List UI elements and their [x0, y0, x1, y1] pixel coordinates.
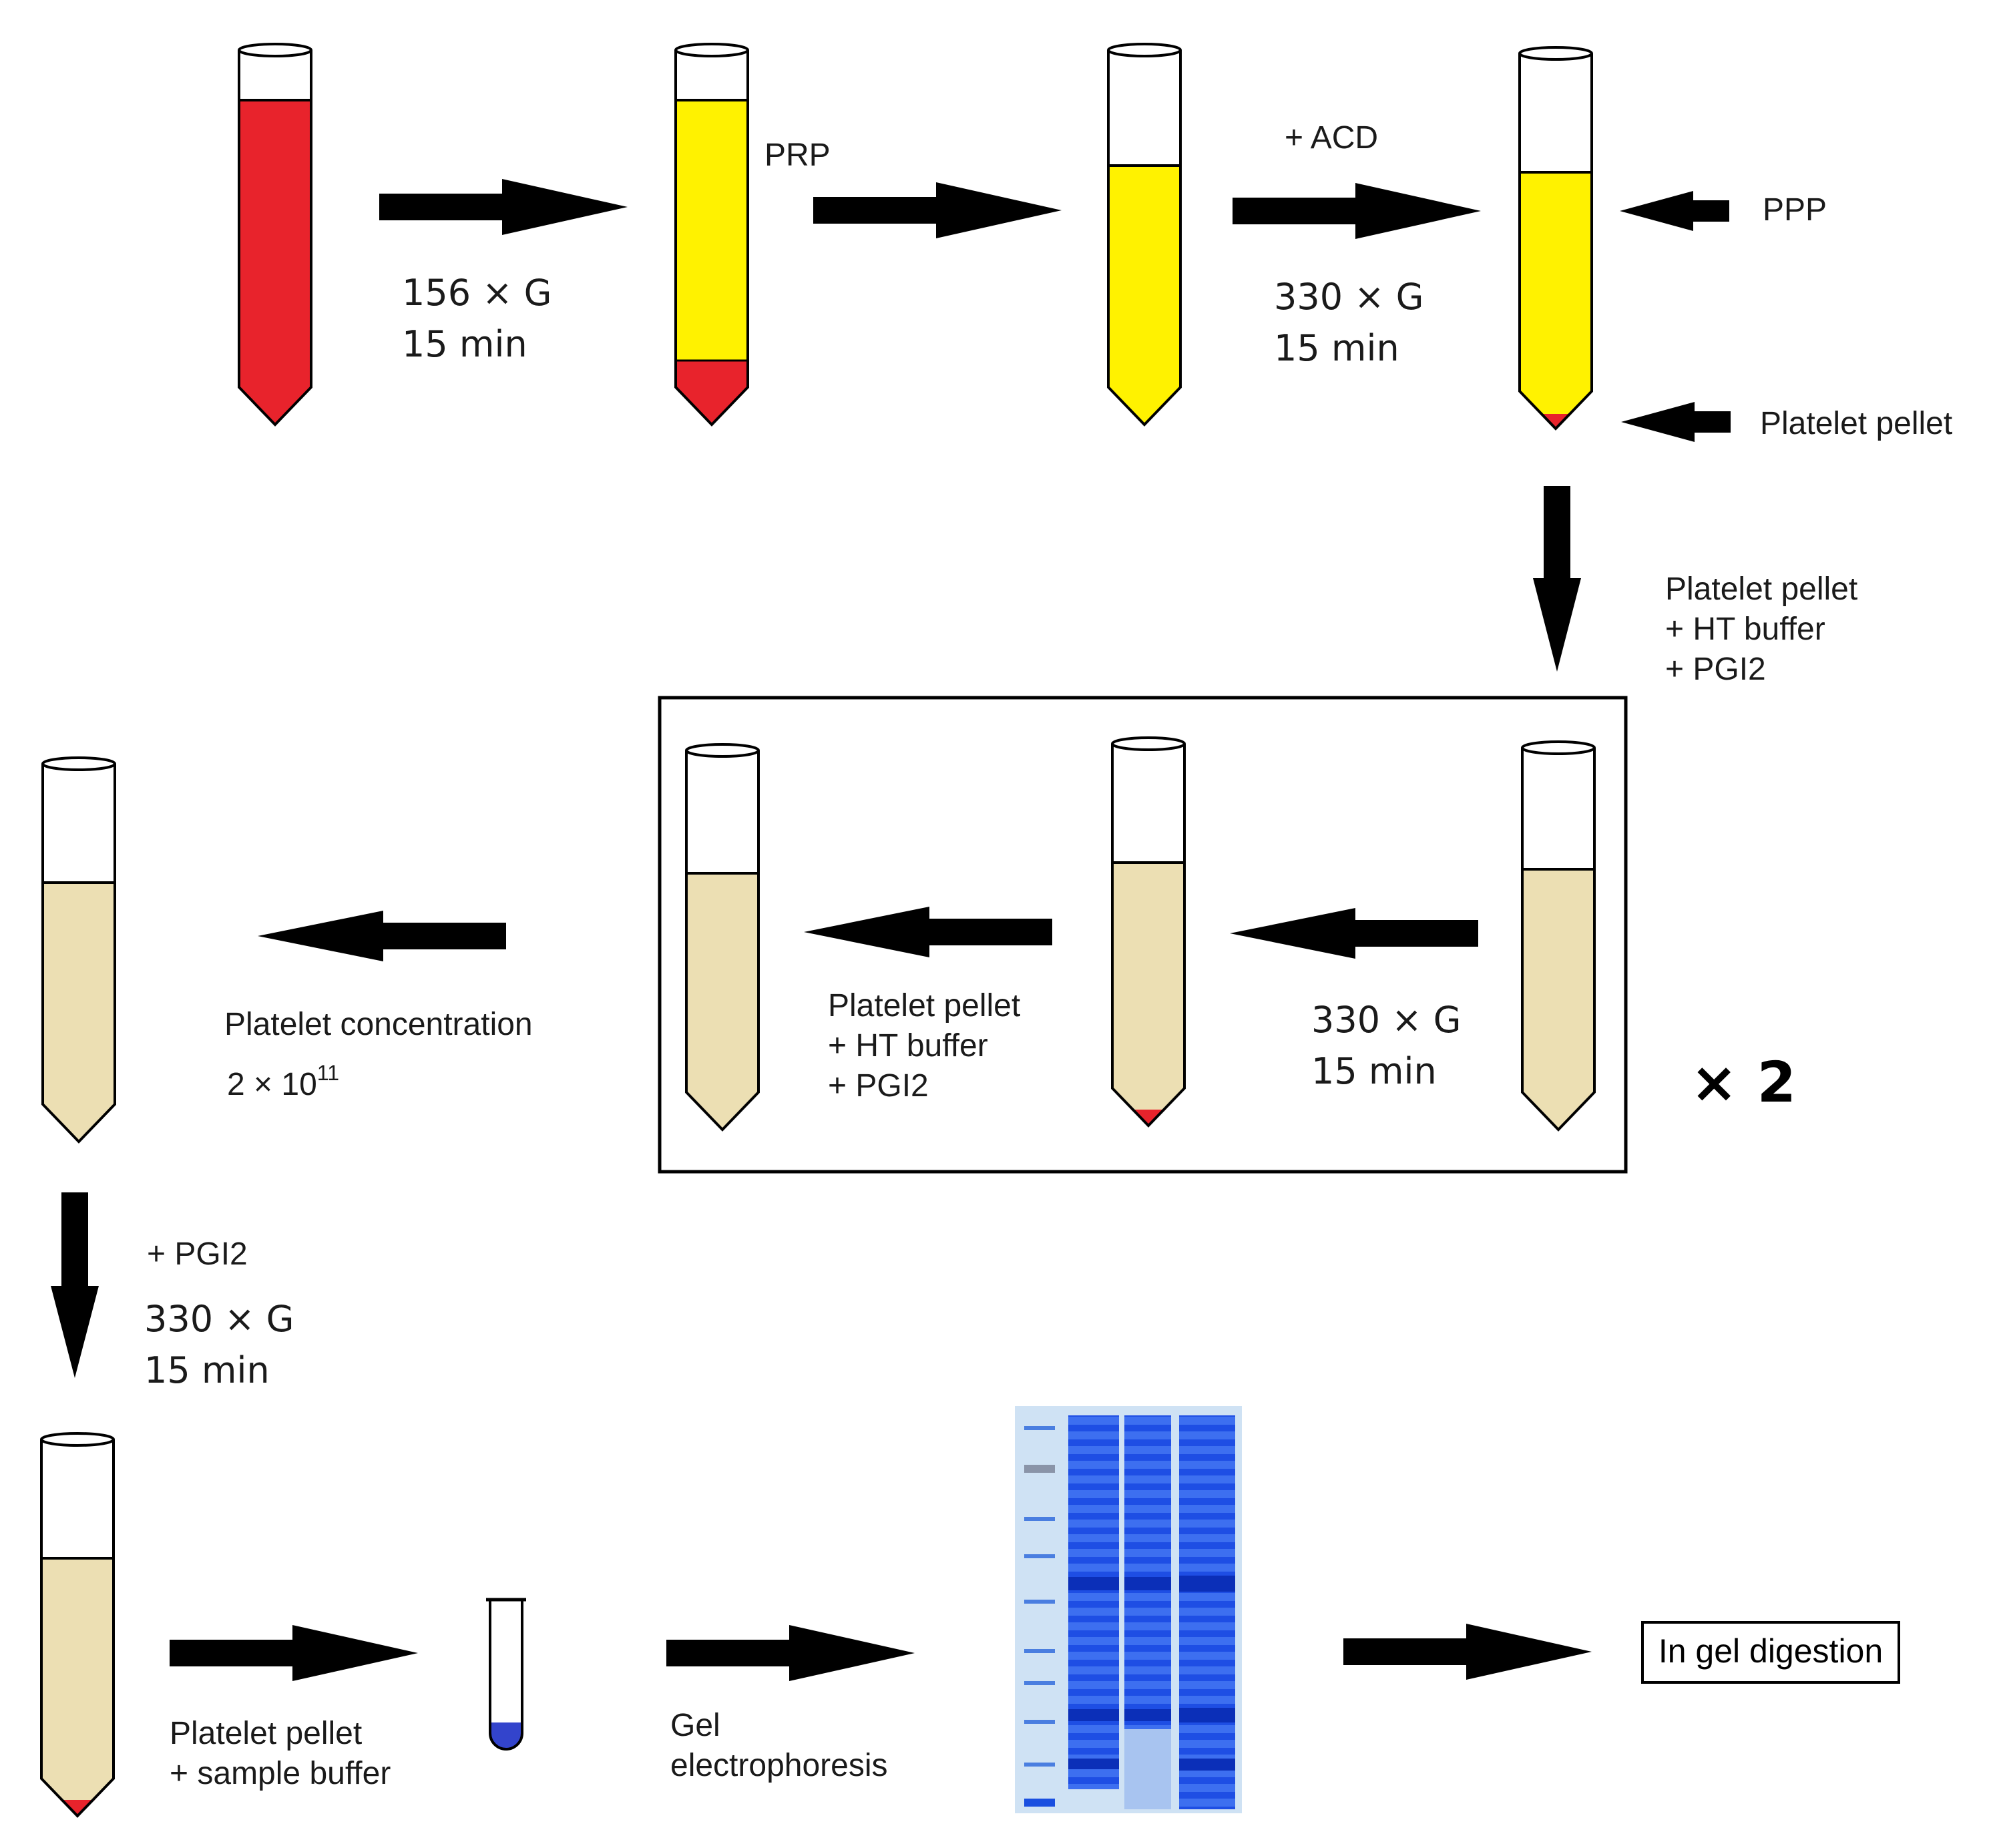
arrow-pointer-pellet: [1621, 402, 1731, 442]
spin1-time: 15 min: [402, 323, 527, 365]
sample-fill: [490, 1722, 522, 1749]
concentration-value: 2 × 1011: [227, 1061, 339, 1102]
arrow-left-box-2: [804, 907, 1052, 957]
wash-platelet-pellet: [1131, 1110, 1166, 1126]
label-pgi2: + PGI2: [147, 1236, 248, 1272]
resuspend-box-line1: Platelet pellet: [828, 988, 1020, 1023]
gel-line1: Gel: [670, 1708, 720, 1743]
spin-box-speed: 330 × G: [1311, 999, 1462, 1041]
tube-concentrated-platelets: [41, 756, 116, 1144]
tube-ppp-pellet: [1518, 46, 1593, 431]
resuspend-box-line3: + PGI2: [828, 1068, 929, 1104]
arrow-left-box-1: [1230, 908, 1478, 959]
arrow-right-2: [813, 182, 1062, 238]
tube-sample-buffer: [486, 1598, 526, 1751]
digestion-box: In gel digestion: [1641, 1621, 1900, 1684]
platelet-pellet: [1541, 414, 1570, 429]
label-ppp: PPP: [1763, 192, 1827, 228]
arrow-right-digestion: [1343, 1624, 1592, 1680]
tube-prp-transferred: [1107, 43, 1182, 427]
blood-fill: [239, 100, 311, 425]
label-concentration: Platelet concentration: [224, 1007, 533, 1042]
tube-wash-pellet: [1111, 736, 1186, 1128]
spin2-time: 15 min: [1274, 327, 1399, 369]
arrow-right-3: [1233, 183, 1481, 239]
sample-line2: + sample buffer: [170, 1756, 391, 1791]
arrow-down-left: [51, 1192, 99, 1378]
gel-line2: electrophoresis: [670, 1748, 888, 1783]
final-platelet-pellet: [60, 1800, 95, 1816]
arrow-down-to-wash: [1533, 486, 1581, 672]
arrow-right-gel: [666, 1625, 915, 1681]
tube-whole-blood: [238, 43, 312, 427]
resuspend-line2: + HT buffer: [1665, 612, 1825, 647]
tube-wash-final: [685, 743, 760, 1132]
gel-ladder-lane: [1024, 1426, 1055, 1807]
spin3-time: 15 min: [144, 1349, 270, 1391]
label-acd: + ACD: [1285, 120, 1378, 156]
gel-sample-lane-3: [1179, 1415, 1235, 1809]
gel-sample-lane-1: [1068, 1415, 1119, 1789]
label-digestion: In gel digestion: [1659, 1632, 1883, 1670]
arrow-right-sample: [170, 1625, 418, 1681]
sample-line1: Platelet pellet: [170, 1716, 362, 1751]
repeat-count: × 2: [1691, 1050, 1796, 1115]
tube-final-pellet: [40, 1432, 115, 1818]
sds-page-gel: [1015, 1406, 1242, 1813]
spin-box-time: 15 min: [1311, 1050, 1437, 1092]
arrow-pointer-ppp: [1620, 191, 1729, 231]
gel-sample-lane-2: [1124, 1415, 1171, 1809]
label-prp: PRP: [764, 138, 831, 173]
arrow-left-to-concentration: [258, 911, 506, 961]
spin3-speed: 330 × G: [144, 1298, 294, 1340]
tube-prp: [674, 43, 749, 427]
gel-major-bands: [1068, 1576, 1235, 1771]
wash-cycle-box: [658, 696, 1628, 1174]
tube-wash-resuspended: [1521, 740, 1596, 1132]
resuspend-box-line2: + HT buffer: [828, 1028, 988, 1064]
resuspend-line1: Platelet pellet: [1665, 571, 1857, 607]
arrow-right-1: [379, 179, 628, 235]
spin1-speed: 156 × G: [402, 272, 552, 314]
spin2-speed: 330 × G: [1274, 276, 1424, 318]
label-platelet-pellet: Platelet pellet: [1760, 406, 1952, 441]
rbc-layer: [676, 361, 748, 425]
resuspend-line3: + PGI2: [1665, 652, 1766, 687]
